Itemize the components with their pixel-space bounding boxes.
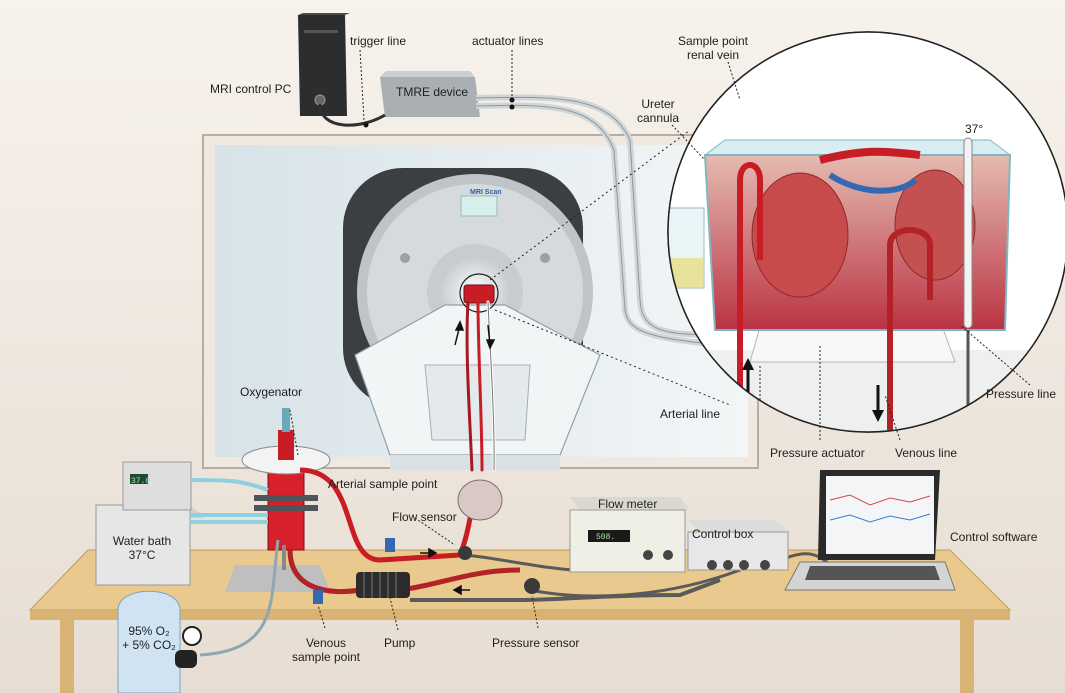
mri-control-pc (298, 13, 350, 116)
arterial-sample-point-icon (385, 538, 395, 552)
flow-sensor (458, 546, 472, 560)
label-tmre-device: TMRE device (396, 85, 469, 99)
flow-meter (569, 497, 690, 573)
label-mri-scan: MRI Scan (470, 189, 502, 196)
label-temperature: 37° (965, 122, 984, 136)
mri-table (354, 304, 601, 470)
laptop (784, 470, 956, 591)
flow-arrows-bore (454, 320, 496, 350)
oxygenator (225, 408, 331, 592)
circuit-arrows (420, 547, 470, 596)
label-oxygenator: Oxygenator (240, 385, 303, 399)
label-flow-meter: Flow meter (598, 497, 658, 511)
water-bath (95, 461, 205, 586)
label-venous-line: Venous line (895, 446, 958, 460)
label-mri-control-pc: MRI control PC (210, 82, 292, 96)
pump (356, 572, 410, 598)
water-bath-display: 37.0 (131, 477, 151, 486)
label-gas-tank: 95% O₂+ 5% CO₂ (122, 624, 176, 652)
wall-port (457, 479, 503, 521)
label-actuator-lines: actuator lines (472, 34, 544, 48)
label-trigger-line: trigger line (350, 34, 407, 48)
zoom-circle (667, 31, 1065, 433)
flow-meter-display: 508. (596, 533, 616, 542)
leader-lines (289, 49, 1031, 631)
label-pressure-line: Pressure line (986, 387, 1057, 401)
label-arterial-line: Arterial line (660, 407, 721, 421)
label-pump: Pump (384, 636, 416, 650)
gas-tank (117, 590, 202, 693)
label-pressure-sensor: Pressure sensor (492, 636, 580, 650)
label-control-software: Control software (950, 530, 1038, 544)
control-box (687, 520, 790, 571)
pressure-sensor (524, 578, 540, 594)
label-control-box: Control box (692, 527, 754, 541)
tmre-device (380, 71, 480, 117)
label-arterial-sample-point: Arterial sample point (328, 477, 438, 491)
venous-sample-point-icon (313, 590, 323, 604)
bore-tubes (465, 300, 496, 472)
trigger-cable (318, 103, 386, 127)
label-flow-sensor: Flow sensor (392, 510, 457, 524)
label-pressure-actuator: Pressure actuator (770, 446, 865, 460)
